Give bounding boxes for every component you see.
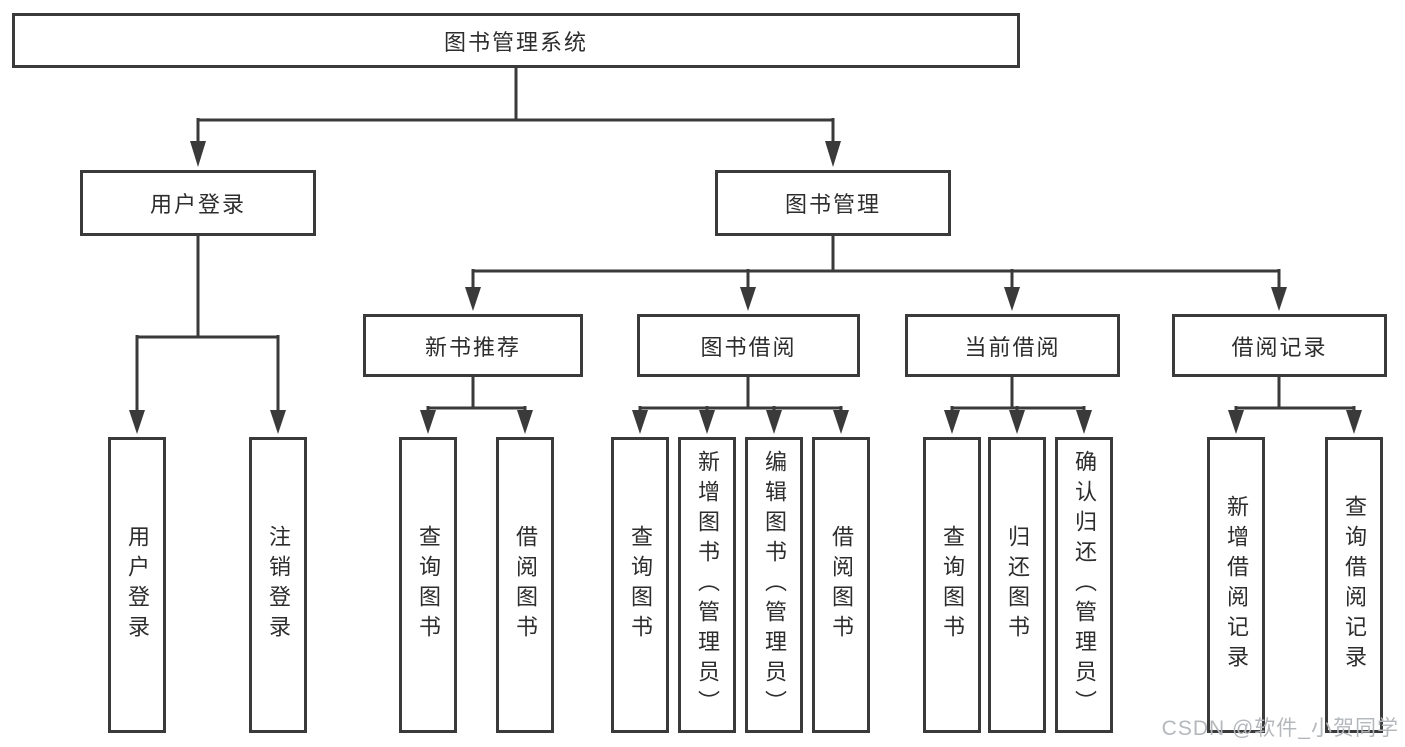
leaf-edit-book-admin: 编辑图书（管理员） [745,437,803,733]
node-root: 图书管理系统 [12,13,1020,68]
leaf-borrow-book-recommend: 借阅图书 [496,437,554,733]
node-user-login: 用户登录 [80,170,316,236]
node-book-management: 图书管理 [715,170,951,236]
leaf-query-book-current: 查询图书 [923,437,981,733]
leaf-add-borrow-record: 新增借阅记录 [1207,437,1265,733]
leaf-query-book-recommend: 查询图书 [399,437,457,733]
leaf-query-borrow-record: 查询借阅记录 [1325,437,1383,733]
leaf-borrow-book: 借阅图书 [812,437,870,733]
leaf-logout: 注销登录 [249,437,307,733]
leaf-add-book-admin: 新增图书（管理员） [678,437,736,733]
leaf-query-book-borrow: 查询图书 [611,437,669,733]
leaf-user-login: 用户登录 [108,437,166,733]
node-book-borrow: 图书借阅 [637,314,860,377]
node-current-borrow: 当前借阅 [905,314,1120,377]
node-new-book-recommend: 新书推荐 [363,314,583,377]
leaf-confirm-return-admin: 确认归还（管理员） [1055,437,1113,733]
node-borrow-record: 借阅记录 [1172,314,1387,377]
leaf-return-book: 归还图书 [988,437,1046,733]
